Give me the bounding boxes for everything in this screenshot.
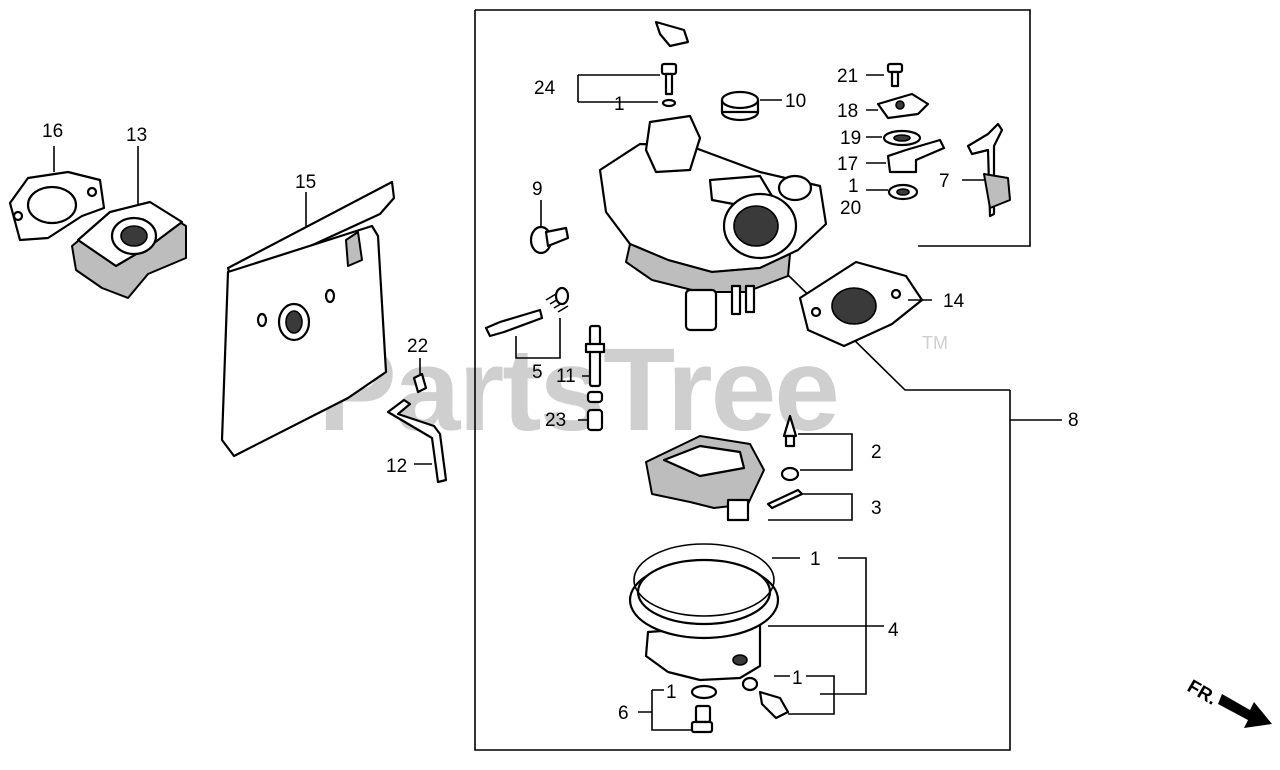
leader-4	[768, 557, 884, 627]
leader-2	[798, 433, 853, 471]
washer-19	[882, 129, 922, 147]
callouts: 16 13 15 22 12 24 1 10 9 5 11 23 21 18 1…	[42, 66, 1079, 724]
drain-screw	[758, 690, 790, 720]
plate-15	[220, 180, 396, 458]
screw-9	[529, 225, 570, 255]
watermark-trademark: TM	[922, 333, 948, 353]
leader-3	[768, 493, 853, 521]
callout-23: 23	[545, 410, 566, 431]
float-bowl-4	[628, 543, 780, 682]
front-arrow-icon	[1218, 694, 1272, 728]
seal-20	[887, 183, 919, 201]
callout-17: 17	[837, 154, 858, 175]
callout-9: 9	[532, 179, 543, 200]
clip-22	[412, 372, 428, 394]
callout-1-ring: 1	[810, 549, 821, 570]
watermark-text: PartsTree	[318, 324, 838, 456]
callout-1-washer: 1	[666, 682, 677, 703]
callout-11: 11	[556, 366, 576, 387]
callout-21: 21	[837, 66, 858, 87]
carburetor-body	[598, 114, 828, 332]
leader-11-23	[578, 375, 590, 421]
screw-21	[886, 62, 904, 88]
callout-1-drain: 1	[792, 668, 803, 689]
leader-1-bowl	[820, 557, 867, 695]
jet-23	[586, 390, 604, 432]
callout-14: 14	[943, 291, 965, 312]
bolt-6	[690, 704, 714, 734]
rod-12	[386, 398, 448, 484]
callout-19: 19	[840, 128, 861, 149]
callout-6: 6	[618, 703, 629, 724]
callout-7: 7	[939, 171, 950, 192]
leader-stack	[866, 74, 888, 191]
lever-17	[886, 138, 946, 174]
gasket-14	[798, 260, 924, 348]
valve-2	[780, 414, 800, 482]
callout-10: 10	[785, 91, 806, 112]
screw-24	[654, 20, 690, 108]
gasket-16	[8, 170, 106, 242]
callout-24: 24	[534, 78, 556, 99]
cap-10	[720, 90, 760, 122]
callout-1-top: 1	[614, 94, 625, 115]
callout-5: 5	[532, 362, 543, 383]
callout-4: 4	[888, 620, 899, 641]
insulator-13	[71, 200, 187, 299]
callout-16: 16	[42, 121, 63, 142]
pin-3	[766, 488, 804, 510]
front-label: FR.	[1184, 676, 1221, 709]
front-direction-marker: FR.	[1184, 676, 1272, 728]
callout-15: 15	[295, 172, 316, 193]
callout-8: 8	[1068, 410, 1079, 431]
nozzle-11	[584, 324, 606, 388]
washer-1-drain	[741, 676, 759, 692]
leader-5	[515, 318, 561, 359]
callout-3: 3	[871, 498, 882, 519]
needle-5	[484, 286, 570, 338]
callout-12: 12	[386, 456, 407, 477]
float	[645, 435, 765, 522]
callout-20: 20	[840, 198, 861, 219]
leader-24	[577, 74, 660, 103]
leader-drain	[774, 675, 835, 715]
callout-18: 18	[837, 101, 858, 122]
leader-6	[638, 689, 692, 731]
callout-22: 22	[407, 336, 428, 357]
callout-13: 13	[126, 125, 147, 146]
shaft-7	[966, 122, 1011, 218]
washer-1	[690, 684, 718, 700]
callout-1-seal: 1	[848, 176, 859, 197]
callout-2: 2	[871, 442, 882, 463]
plate-18	[876, 92, 930, 120]
